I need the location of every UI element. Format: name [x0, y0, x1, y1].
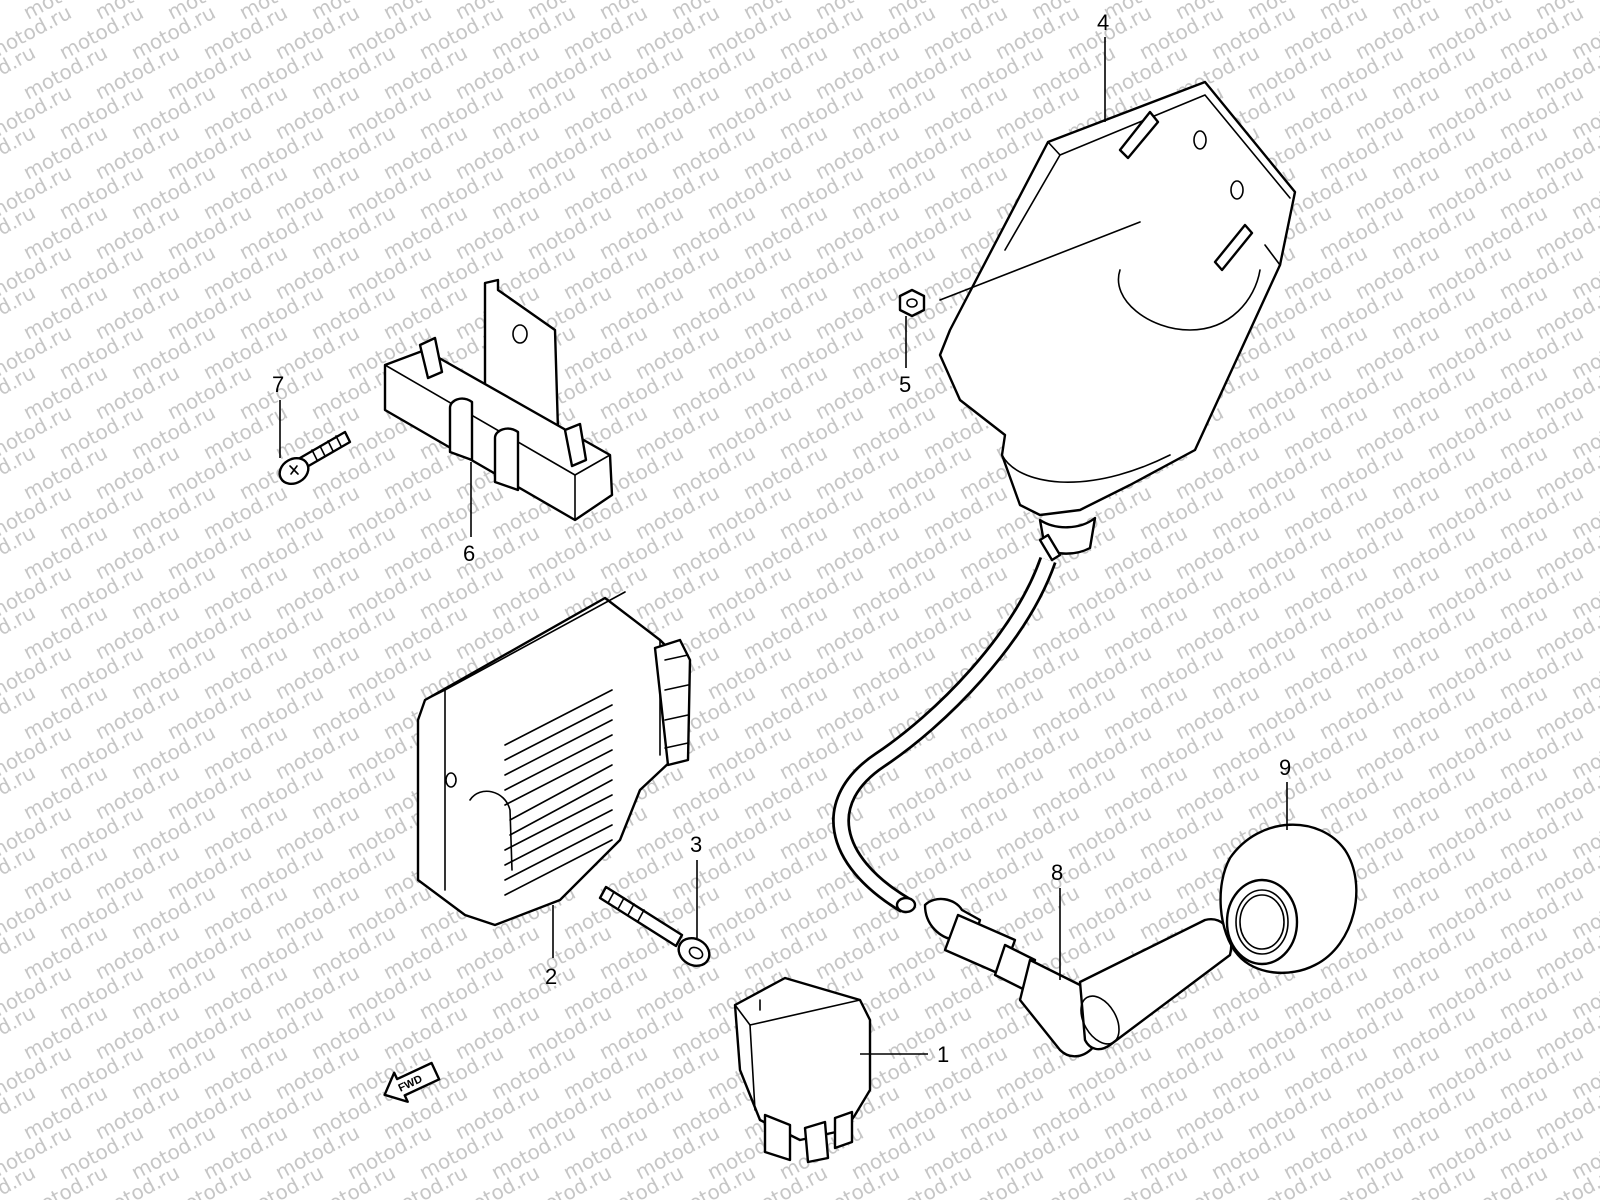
leader-lines	[279, 37, 1288, 1055]
nut	[898, 288, 926, 318]
callout-9: 9	[1279, 755, 1291, 780]
plug-cap-seal	[1219, 823, 1358, 975]
spark-plug-cap	[923, 897, 1233, 1058]
callout-5: 5	[899, 372, 911, 397]
bolt	[598, 885, 711, 968]
callout-1: 1	[937, 1042, 949, 1067]
fwd-arrow-icon: FWD	[383, 1061, 441, 1103]
callout-labels: 1 2 3 4 5 6 7 8 9	[272, 10, 1291, 1067]
screw	[278, 430, 352, 486]
callout-7: 7	[272, 372, 284, 397]
callout-4: 4	[1097, 10, 1109, 35]
relay	[733, 976, 872, 1164]
callout-6: 6	[463, 541, 475, 566]
callout-2: 2	[545, 964, 557, 989]
bracket	[383, 278, 614, 522]
high-tension-lead	[832, 516, 1097, 914]
regulator-rectifier	[416, 591, 692, 927]
ignition-coil	[938, 80, 1297, 517]
callout-3: 3	[690, 832, 702, 857]
callout-8: 8	[1051, 860, 1063, 885]
